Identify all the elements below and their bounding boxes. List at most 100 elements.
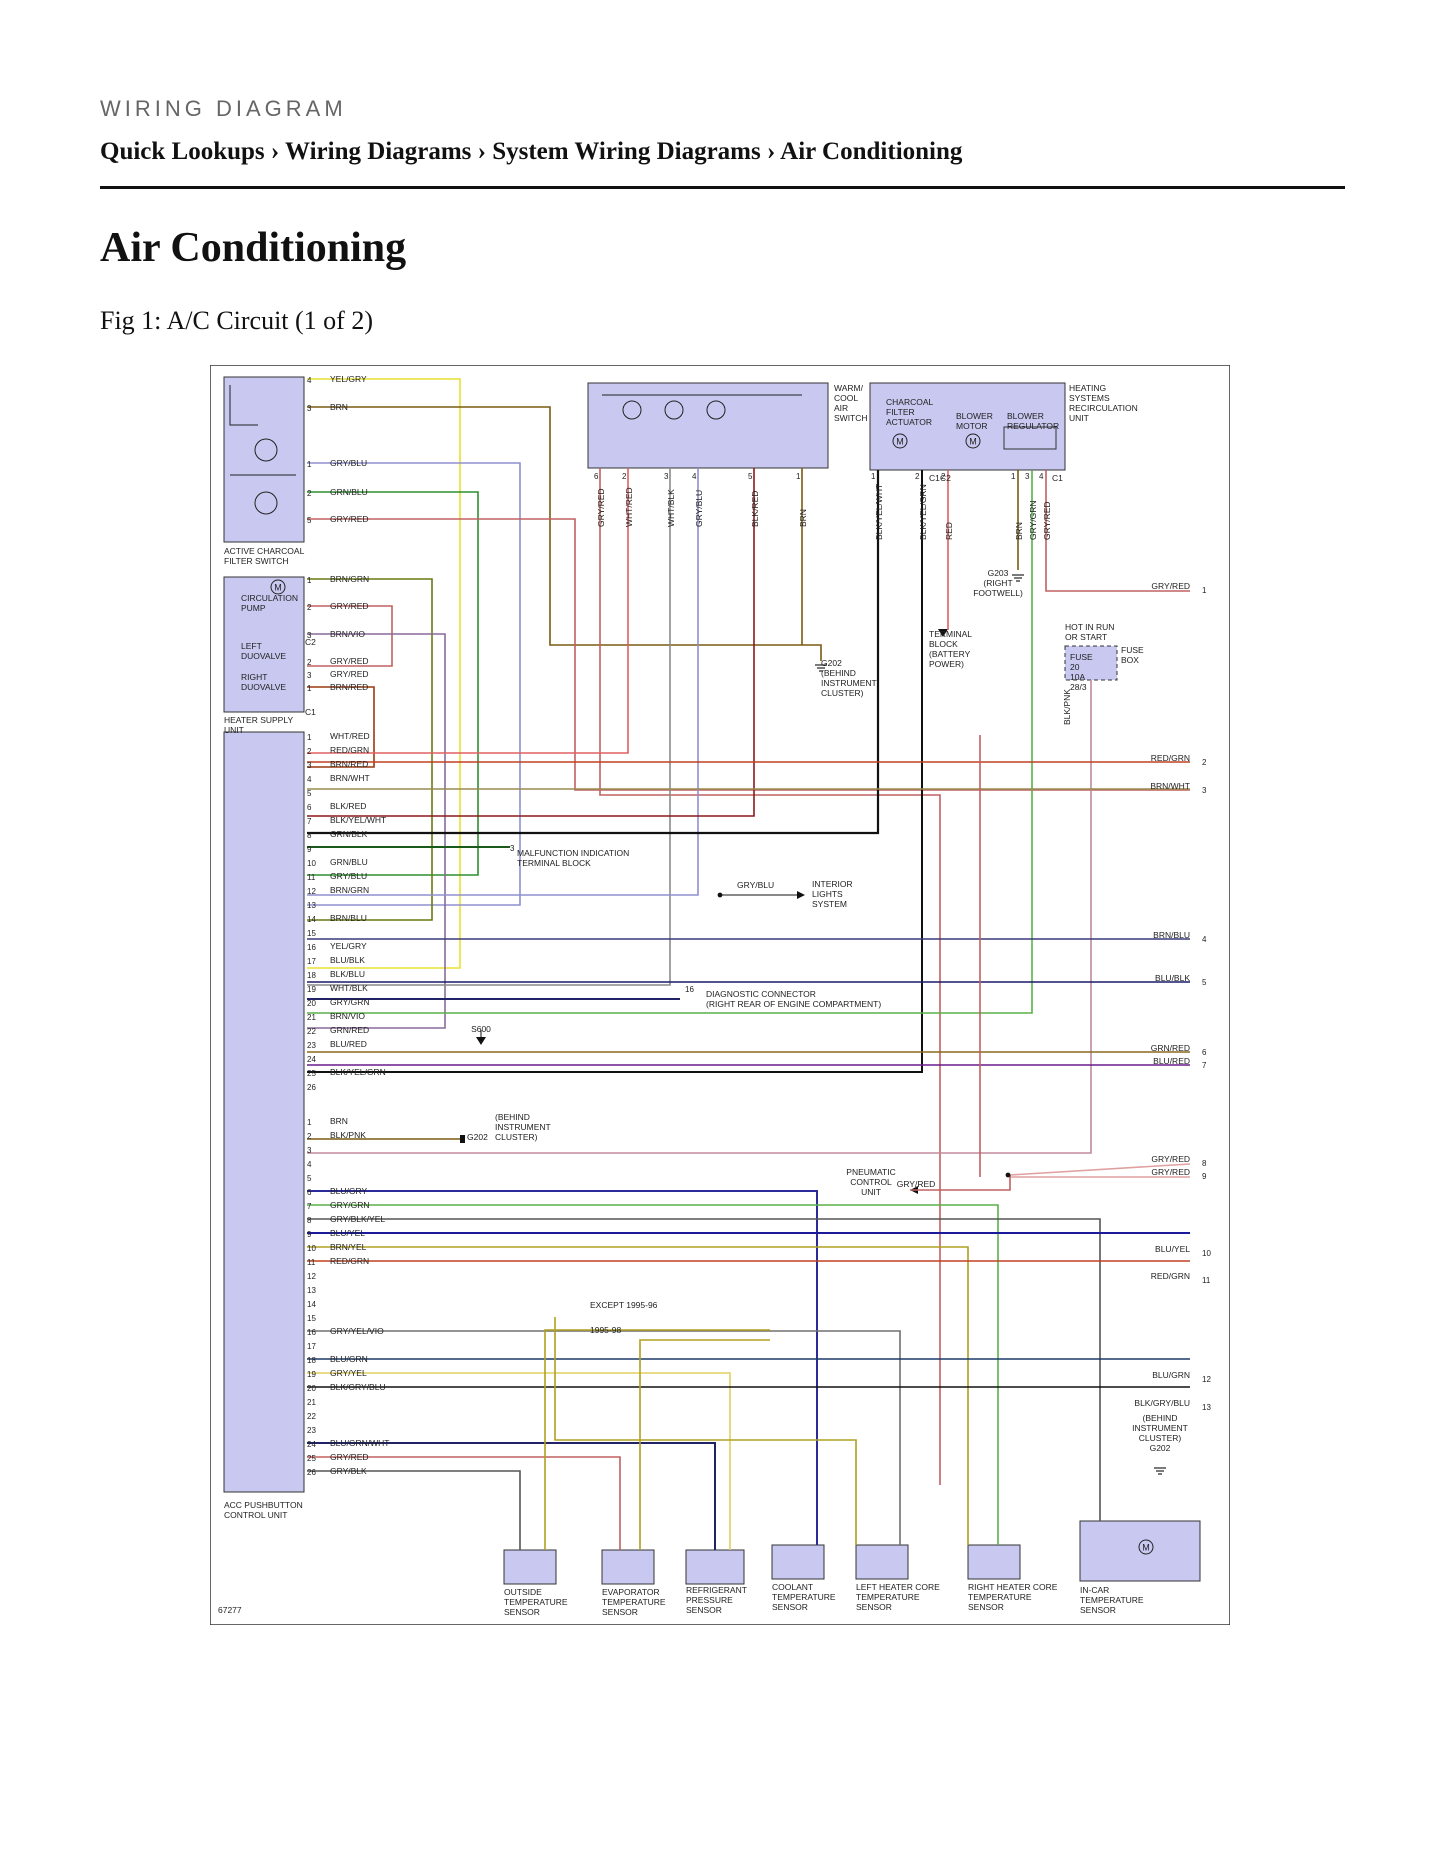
right-heater-core-sensor xyxy=(967,1544,1021,1580)
wire-end-label: GRN/RED xyxy=(1151,1043,1190,1053)
pin-number: 2 xyxy=(307,658,312,667)
wire-label: BRN/VIO xyxy=(330,629,365,639)
pin-number: 1 xyxy=(796,472,801,481)
wire-label: GRY/BLU xyxy=(330,458,367,468)
terminal-block-label: BLOCK xyxy=(929,639,958,649)
pin-number: 1 xyxy=(871,472,876,481)
blower-motor-label: MOTOR xyxy=(956,421,987,431)
motor-symbol: M xyxy=(274,583,282,593)
pin-number: 24 xyxy=(307,1055,316,1064)
right-heater-sensor-label: SENSOR xyxy=(968,1602,1004,1612)
left-heater-sensor-label: LEFT HEATER CORE xyxy=(856,1582,940,1592)
wire-label: BLU/GRN/WHT xyxy=(330,1438,390,1448)
years-label: 1995-98 xyxy=(590,1325,621,1335)
wire-label: GRY/YEL/VIO xyxy=(330,1326,384,1336)
pin-number: 2 xyxy=(307,1132,312,1141)
wire-label: GRN/BLU xyxy=(330,857,368,867)
pin-number: 2 xyxy=(941,472,946,481)
pin-number: 10 xyxy=(307,859,316,868)
wire-end-number: 1 xyxy=(1202,586,1207,595)
wire-label: BRN/RED xyxy=(330,759,368,769)
coolant-sensor-label: SENSOR xyxy=(772,1602,808,1612)
wire-blu-gry xyxy=(307,1190,818,1545)
wire-brn-yel-evap xyxy=(639,1339,770,1550)
wire-blk-red xyxy=(307,468,755,817)
wire-end-number: 7 xyxy=(1202,1061,1207,1070)
wire-label: GRY/GRN xyxy=(330,1200,370,1210)
wire-label: GRY/RED xyxy=(897,1179,936,1189)
terminal-block-label: POWER) xyxy=(929,659,964,669)
pin-number: 1 xyxy=(307,684,312,693)
wire-label: GRY/GRN xyxy=(330,997,370,1007)
wire-gry-yel xyxy=(307,1372,731,1550)
wire-label: GRY/BLK xyxy=(330,1466,367,1476)
wire-label: BLK/YEL/WHT xyxy=(874,484,884,540)
circulation-pump-label: PUMP xyxy=(241,603,266,613)
wire-end-number: 2 xyxy=(1202,758,1207,767)
wire-brn-grn xyxy=(307,578,433,921)
evaporator-sensor-label: EVAPORATOR xyxy=(602,1587,660,1597)
pin-number: 5 xyxy=(748,472,753,481)
pin-number: 1 xyxy=(307,1118,312,1127)
wire-label: GRY/RED xyxy=(330,1452,369,1462)
fuse-label: 28/3 xyxy=(1070,682,1087,692)
circulation-pump-motor xyxy=(270,579,286,595)
wire-brn-red xyxy=(307,686,375,768)
evaporator-temperature-sensor xyxy=(601,1549,655,1585)
wire-label: BLK/RED xyxy=(750,491,760,527)
wire-label: BLK/PNK xyxy=(330,1130,366,1140)
pin-number: 7 xyxy=(307,817,312,826)
in-car-sensor-label: SENSOR xyxy=(1080,1605,1116,1615)
section-kicker: WIRING DIAGRAM xyxy=(100,96,347,121)
wire-label: BLK/YEL/GRN xyxy=(918,484,928,540)
wire-end-number: 11 xyxy=(1202,1276,1211,1285)
fuse-label: 10A xyxy=(1070,672,1085,682)
charcoal-actuator-label: ACTUATOR xyxy=(886,417,932,427)
diagnostic-label: DIAGNOSTIC CONNECTOR xyxy=(706,989,816,999)
wire-label: WHT/RED xyxy=(330,731,370,741)
breadcrumb[interactable]: Quick Lookups › Wiring Diagrams › System… xyxy=(100,138,963,165)
wire-label: BLU/GRY xyxy=(330,1186,367,1196)
pin-number: 16 xyxy=(307,943,316,952)
pin-number: 14 xyxy=(307,1300,316,1309)
wire-gry-red-warm xyxy=(599,468,941,1485)
wire-label: GRY/YEL xyxy=(330,1368,367,1378)
warm-cool-air-switch xyxy=(587,382,829,469)
g202-right-label: CLUSTER) xyxy=(1139,1433,1182,1443)
right-duovalve-label: DUOVALVE xyxy=(241,682,286,692)
wire-label: GRN/BLU xyxy=(330,487,368,497)
pneumatic-label: PNEUMATIC xyxy=(846,1167,895,1177)
interior-lights-label: SYSTEM xyxy=(812,899,847,909)
pin-number: 1 xyxy=(307,733,312,742)
pin-number: 2 xyxy=(307,489,312,498)
g202-top-label: CLUSTER) xyxy=(821,688,864,698)
heater-supply-label: UNIT xyxy=(224,725,244,735)
pin-number: 4 xyxy=(692,472,697,481)
wire-label: GRY/BLU xyxy=(330,871,367,881)
active-charcoal-label: FILTER SWITCH xyxy=(224,556,289,566)
wire-gry-red-hsr xyxy=(1045,470,1190,592)
wire-blk-yel-grn xyxy=(307,470,923,1073)
outside-sensor-label: TEMPERATURE xyxy=(504,1597,568,1607)
wire-label: BRN/VIO xyxy=(330,1011,365,1021)
pin-number: 8 xyxy=(307,831,312,840)
in-car-sensor-label: IN-CAR xyxy=(1080,1585,1109,1595)
pin-number: 8 xyxy=(307,1216,312,1225)
g202-top-label: G202 xyxy=(821,658,842,668)
wire-blk-yel-wht xyxy=(307,470,880,835)
motor-symbol: M xyxy=(896,437,904,447)
pin-number: 5 xyxy=(307,1174,312,1183)
malfunction-label: TERMINAL BLOCK xyxy=(517,858,591,868)
wire-label: RED xyxy=(944,522,954,540)
wire-end-number: 3 xyxy=(1202,786,1207,795)
figure-caption: Fig 1: A/C Circuit (1 of 2) xyxy=(100,306,373,335)
pin-number: 9 xyxy=(307,845,312,854)
pin-number: 13 xyxy=(307,901,316,910)
g202-right-label: G202 xyxy=(1150,1443,1171,1453)
interior-lights-label: LIGHTS xyxy=(812,889,843,899)
pin-number: 22 xyxy=(307,1027,316,1036)
g203-label: FOOTWELL) xyxy=(973,588,1023,598)
evaporator-sensor-label: SENSOR xyxy=(602,1607,638,1617)
wire-end-label: GRY/RED xyxy=(1151,581,1190,591)
fuse-box-label: FUSE xyxy=(1121,645,1144,655)
